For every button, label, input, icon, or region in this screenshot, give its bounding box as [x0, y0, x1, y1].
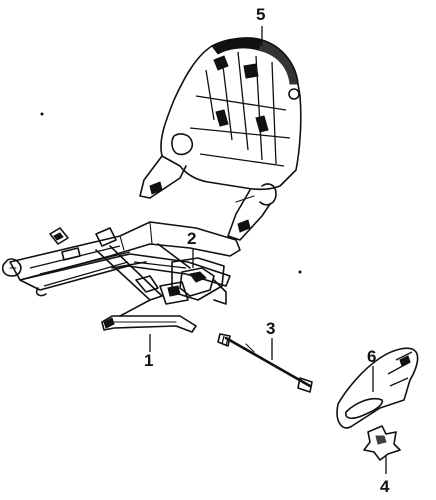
side-shield-panel [336, 347, 419, 429]
callout-2: 2 [187, 229, 196, 248]
seat-track-assembly [1, 221, 241, 305]
scan-speck [298, 270, 302, 274]
callout-5: 5 [256, 5, 265, 24]
seat-back-frame [139, 37, 302, 241]
callout-4: 4 [380, 477, 390, 496]
callout-1: 1 [144, 351, 153, 370]
callout-leaders [149, 26, 387, 474]
adjuster-cable [217, 333, 313, 393]
recliner-knob [363, 425, 401, 461]
callout-3: 3 [266, 319, 275, 338]
track-release-lever [101, 299, 197, 333]
scan-speck [40, 112, 44, 116]
callout-6: 6 [367, 347, 376, 366]
